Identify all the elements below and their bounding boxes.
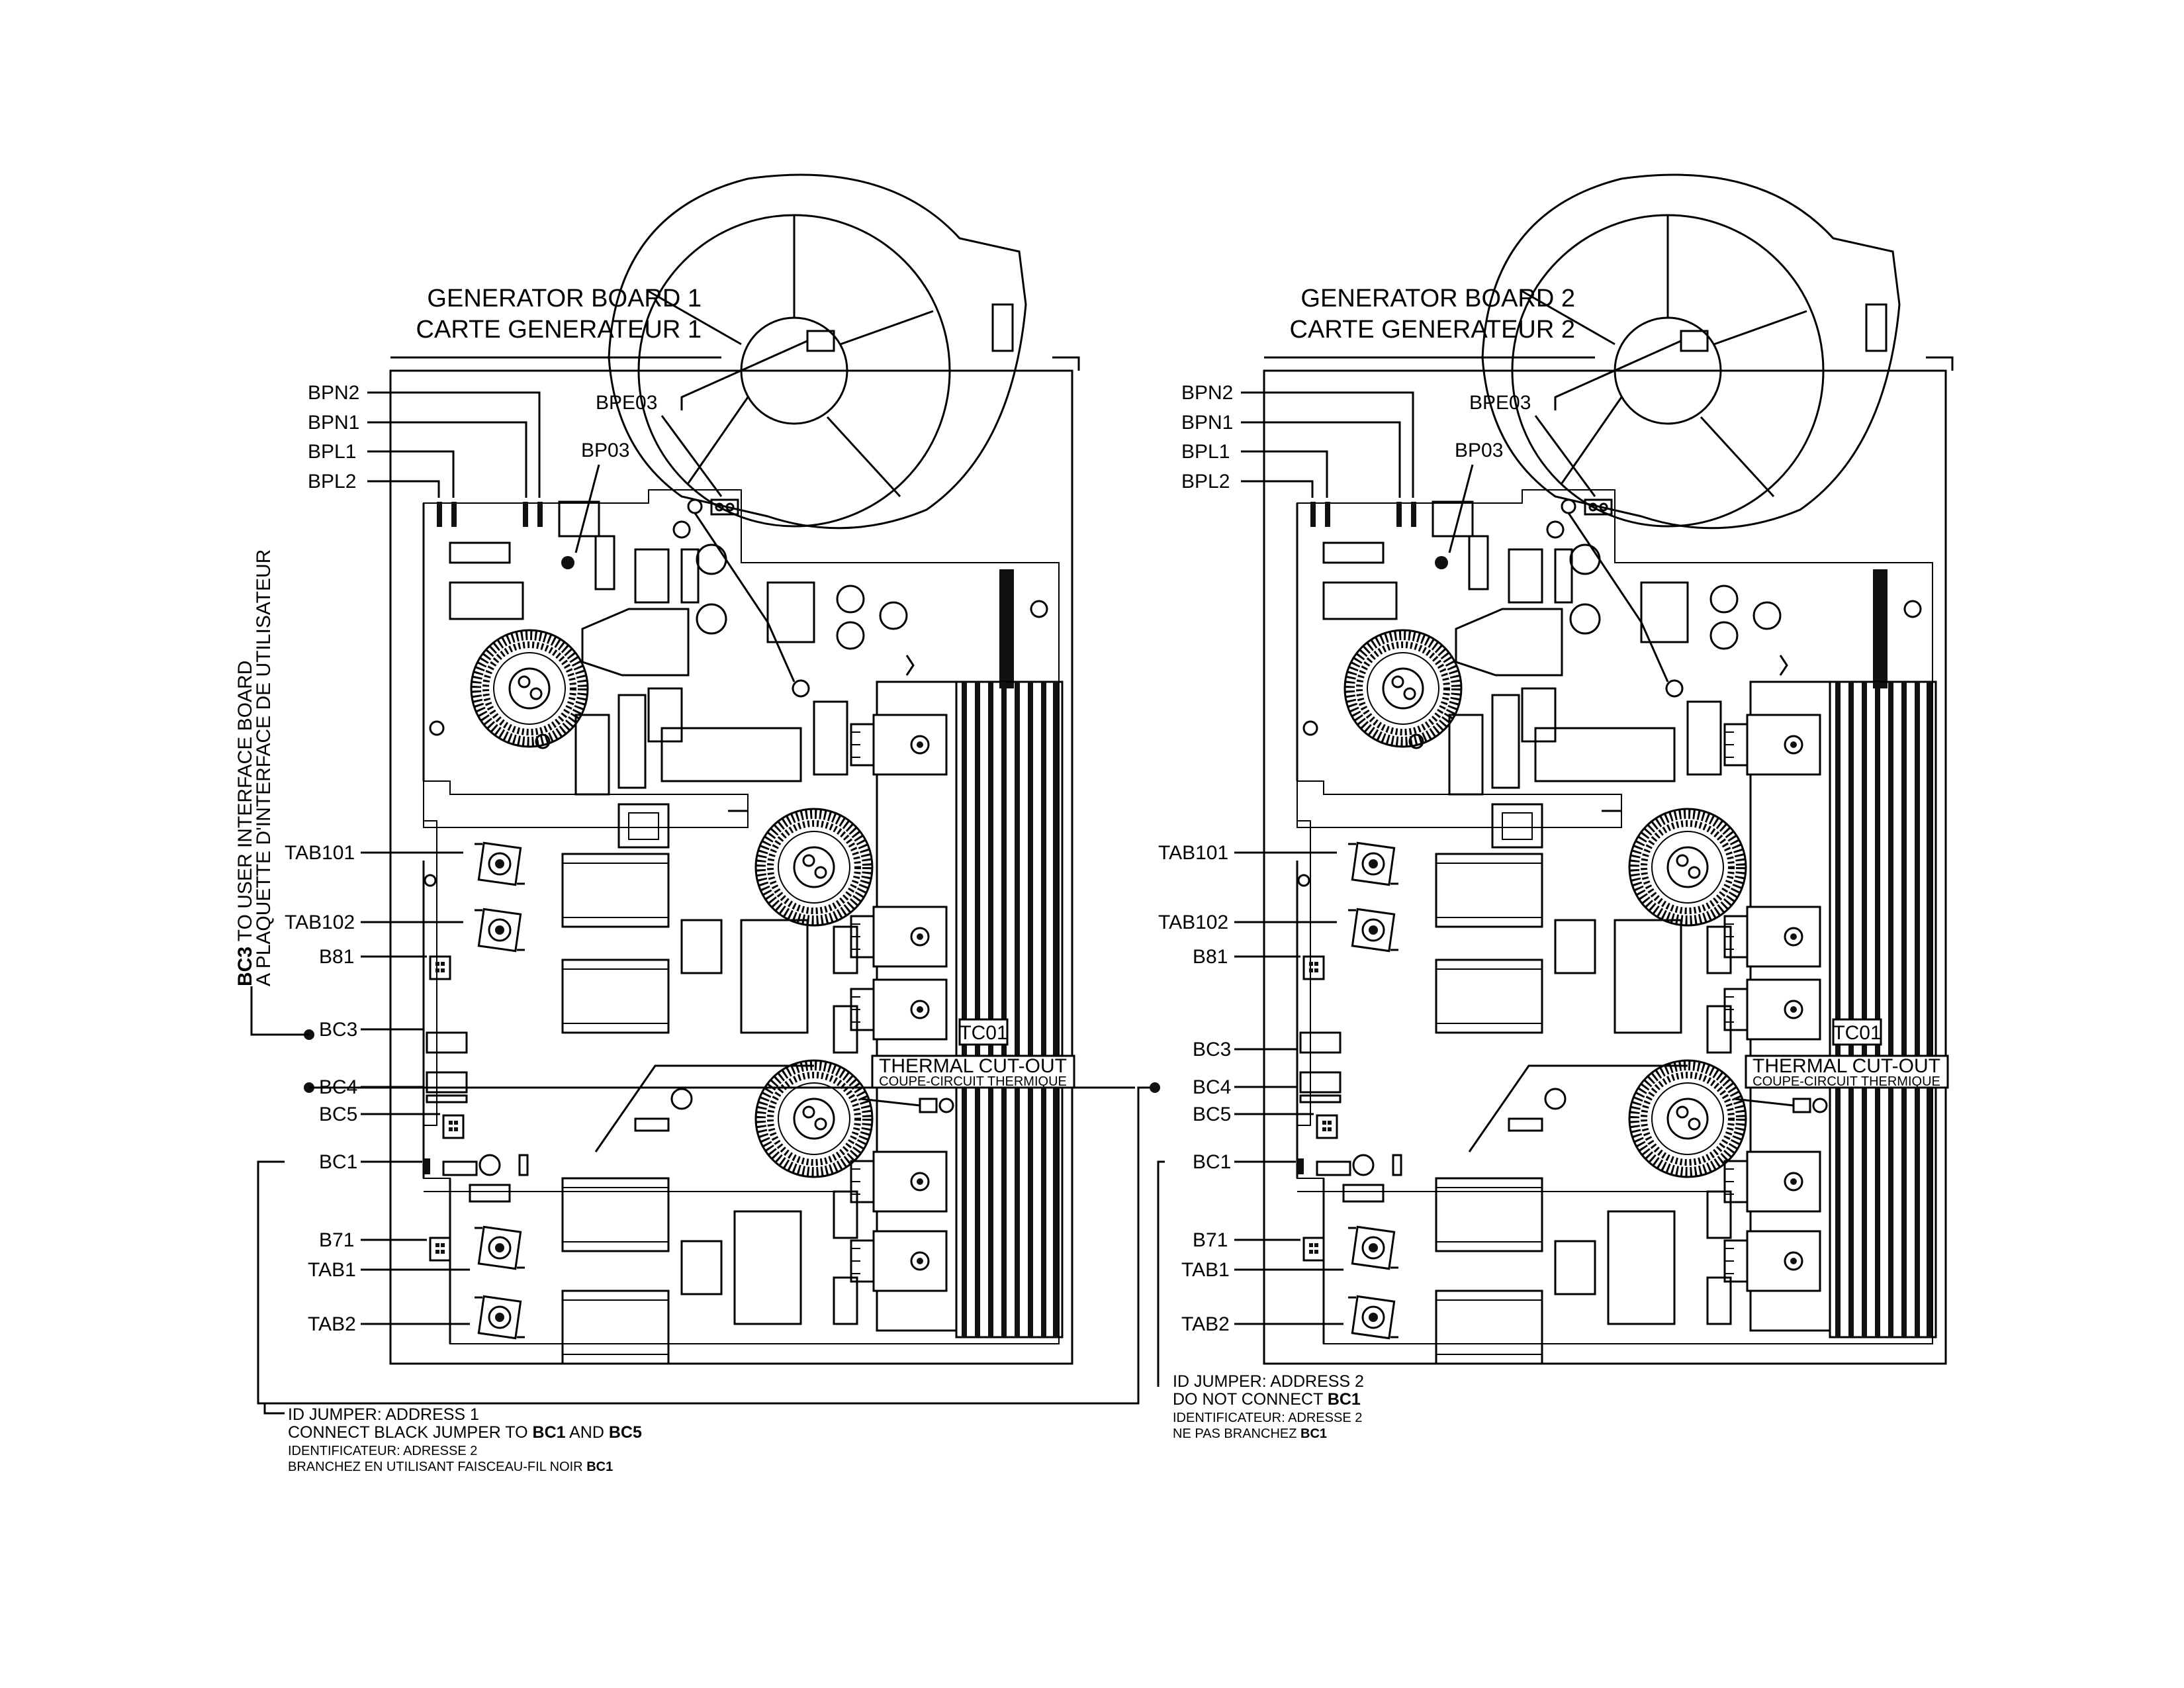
label-bc5-2: BC5 — [1193, 1103, 1231, 1125]
label-bc3: BC3 — [319, 1019, 357, 1041]
label-b81: B81 — [319, 946, 354, 968]
side-label-line2: A PLAQUETTE D'INTERFACE DE UTILISATEUR — [253, 549, 275, 986]
label-tc01-2: TC01 — [1833, 1022, 1881, 1044]
board-2-title-fr: CARTE GENERATEUR 2 — [1290, 316, 1575, 344]
label-tab102-2: TAB102 — [1158, 912, 1228, 933]
label-b71-2: B71 — [1193, 1229, 1228, 1251]
board-1-note-line2: CONNECT BLACK JUMPER TO BC1 AND BC5 — [288, 1423, 642, 1442]
board-1-note-line1: ID JUMPER: ADDRESS 1 — [288, 1405, 479, 1424]
label-bpl2: BPL2 — [308, 471, 356, 492]
label-tab101-2: TAB101 — [1158, 842, 1228, 864]
board-2-note-line2: DO NOT CONNECT BC1 — [1173, 1390, 1361, 1409]
label-tab1: TAB1 — [308, 1259, 356, 1281]
label-tab101: TAB101 — [285, 842, 355, 864]
label-bpn2-2: BPN2 — [1181, 382, 1233, 404]
label-b81-2: B81 — [1193, 946, 1228, 968]
label-thermal-cutout-2: THERMAL CUT-OUT — [1752, 1055, 1940, 1077]
label-bp03: BP03 — [581, 440, 629, 461]
label-tab2-2: TAB2 — [1181, 1313, 1230, 1335]
generator-board-2: GENERATOR BOARD 2 CARTE GENERATEUR 2 BPN… — [1150, 173, 1952, 1441]
label-bpe03-2: BPE03 — [1469, 392, 1531, 414]
label-bc4-2: BC4 — [1193, 1076, 1231, 1098]
generator-board-1: GENERATOR BOARD 1 CARTE GENERATEUR 1 BPN… — [250, 173, 1155, 1474]
board-1-note-line3: IDENTIFICATEUR: ADRESSE 2 — [288, 1444, 477, 1458]
board-1-title-fr: CARTE GENERATEUR 1 — [416, 316, 702, 344]
label-tab1-2: TAB1 — [1181, 1259, 1230, 1281]
board-2-note-line4: NE PAS BRANCHEZ BC1 — [1173, 1427, 1327, 1441]
label-bc1-2: BC1 — [1193, 1151, 1231, 1173]
label-thermal-cutout: THERMAL CUT-OUT — [879, 1055, 1067, 1077]
label-bpl2-2: BPL2 — [1181, 471, 1230, 492]
board-2-note-line3: IDENTIFICATEUR: ADRESSE 2 — [1173, 1411, 1362, 1425]
label-bpn2: BPN2 — [308, 382, 359, 404]
label-bc1: BC1 — [319, 1151, 357, 1173]
label-bc3-2: BC3 — [1193, 1039, 1231, 1060]
board-2-title: GENERATOR BOARD 2 — [1300, 285, 1575, 312]
label-bpe03: BPE03 — [596, 392, 657, 414]
label-tc01: TC01 — [959, 1022, 1007, 1044]
label-bc5: BC5 — [319, 1103, 357, 1125]
side-label-line1: BC3 TO USER INTERFACE BOARD — [234, 661, 256, 986]
label-thermal-cutout-fr-2: COUPE-CIRCUIT THERMIQUE — [1752, 1074, 1940, 1089]
label-tab2: TAB2 — [308, 1313, 356, 1335]
label-b71: B71 — [319, 1229, 354, 1251]
side-label: BC3 TO USER INTERFACE BOARD A PLAQUETTE … — [234, 549, 275, 986]
board-1-title: GENERATOR BOARD 1 — [427, 285, 702, 312]
label-bpl1-2: BPL1 — [1181, 441, 1230, 463]
board-1-note-line4: BRANCHEZ EN UTILISANT FAISCEAU-FIL NOIR … — [288, 1460, 613, 1474]
label-bp03-2: BP03 — [1455, 440, 1503, 461]
label-bpn1: BPN1 — [308, 412, 359, 434]
board-2-note-line1: ID JUMPER: ADDRESS 2 — [1173, 1372, 1364, 1391]
label-thermal-cutout-fr: COUPE-CIRCUIT THERMIQUE — [879, 1074, 1067, 1089]
label-bpn1-2: BPN1 — [1181, 412, 1233, 434]
label-bpl1: BPL1 — [308, 441, 356, 463]
label-tab102: TAB102 — [285, 912, 355, 933]
